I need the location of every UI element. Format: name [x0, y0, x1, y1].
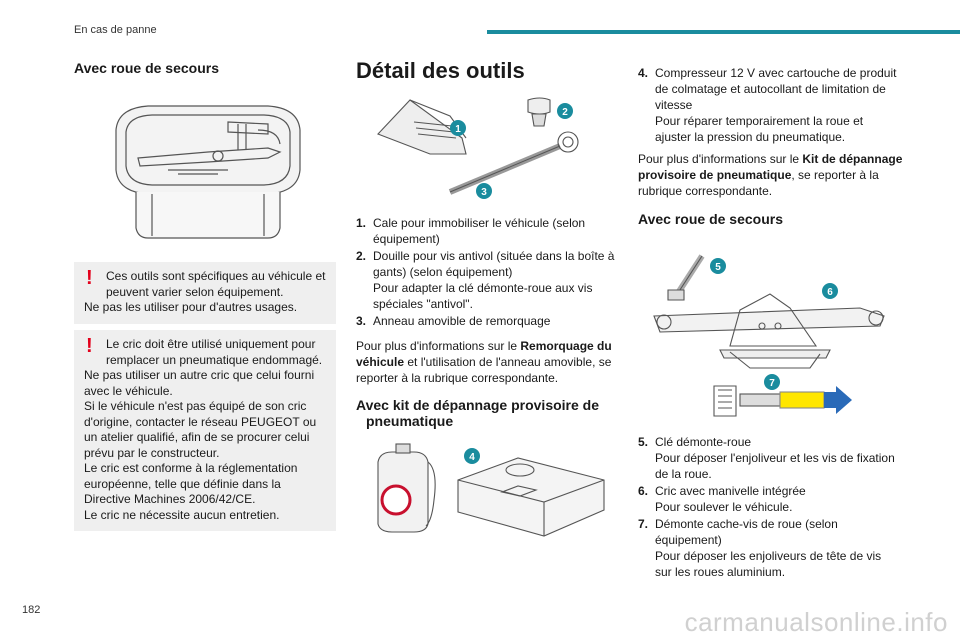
repair-kit-illustration: 4: [377, 443, 605, 537]
tools-list: 1. Cale pour immobiliser le véhicule (se…: [356, 215, 621, 330]
badge-1-label: 1: [455, 124, 461, 135]
left-heading: Avec roue de secours: [74, 60, 219, 76]
watermark: carmanualsonline.info: [684, 607, 948, 637]
badge-3-label: 3: [481, 187, 487, 198]
list-item: 5. Clé démonte-roue Pour déposer l'enjol…: [638, 435, 895, 481]
badge-1: [450, 120, 466, 136]
page-number: 182: [22, 604, 41, 616]
badge-6-label: 6: [827, 287, 833, 298]
page-title: Détail des outils: [356, 58, 525, 83]
list-item: 7. Démonte cache-vis de roue (selon équi…: [638, 517, 882, 579]
repair-kit-reference-paragraph: Pour plus d'informations sur le Kit de d…: [638, 152, 903, 198]
list-item: 1. Cale pour immobiliser le véhicule (se…: [356, 216, 586, 246]
spare-wheel-tools-illustration: 5 6 7: [653, 254, 885, 417]
badge-2: [557, 103, 573, 119]
badge-2-label: 2: [562, 107, 568, 118]
tools-list-continued: 4. Compresseur 12 V avec cartouche de pr…: [638, 65, 908, 146]
badge-5: [710, 258, 726, 274]
towing-reference-paragraph: Pour plus d'informations sur le Remorqua…: [356, 339, 612, 385]
badge-3: [476, 183, 492, 199]
list-item: 4. Compresseur 12 V avec cartouche de pr…: [638, 66, 897, 144]
header-accent-bar: [487, 30, 960, 34]
section-header: En cas de panne: [74, 24, 157, 36]
spare-wheel-tools-list: 5. Clé démonte-roue Pour déposer l'enjol…: [638, 434, 908, 581]
list-item: 3. Anneau amovible de remorquage: [356, 314, 551, 328]
repair-kit-heading: Avec kit de dépannage provisoire de pneu…: [356, 397, 600, 429]
list-item: 6. Cric avec manivelle intégrée Pour sou…: [638, 484, 806, 514]
right-heading: Avec roue de secours: [638, 211, 783, 227]
badge-6: [822, 283, 838, 299]
list-item: 2. Douille pour vis antivol (située dans…: [356, 249, 615, 311]
warning-box-jack: ! Le cric doit être utilisé uniquement p…: [74, 330, 336, 531]
badge-5-label: 5: [715, 262, 721, 273]
warning-icon: !: [86, 335, 93, 357]
warning-icon: !: [86, 267, 93, 289]
spare-wheel-tool-tray-illustration: [115, 105, 301, 239]
tools-detail-illustration: 1 2 3: [377, 97, 579, 199]
warning-box-tools: ! Ces outils sont spécifiques au véhicul…: [74, 262, 336, 324]
badge-4-label: 4: [469, 452, 475, 463]
badge-4: [464, 448, 480, 464]
badge-7-label: 7: [769, 378, 775, 389]
badge-7: [764, 374, 780, 390]
